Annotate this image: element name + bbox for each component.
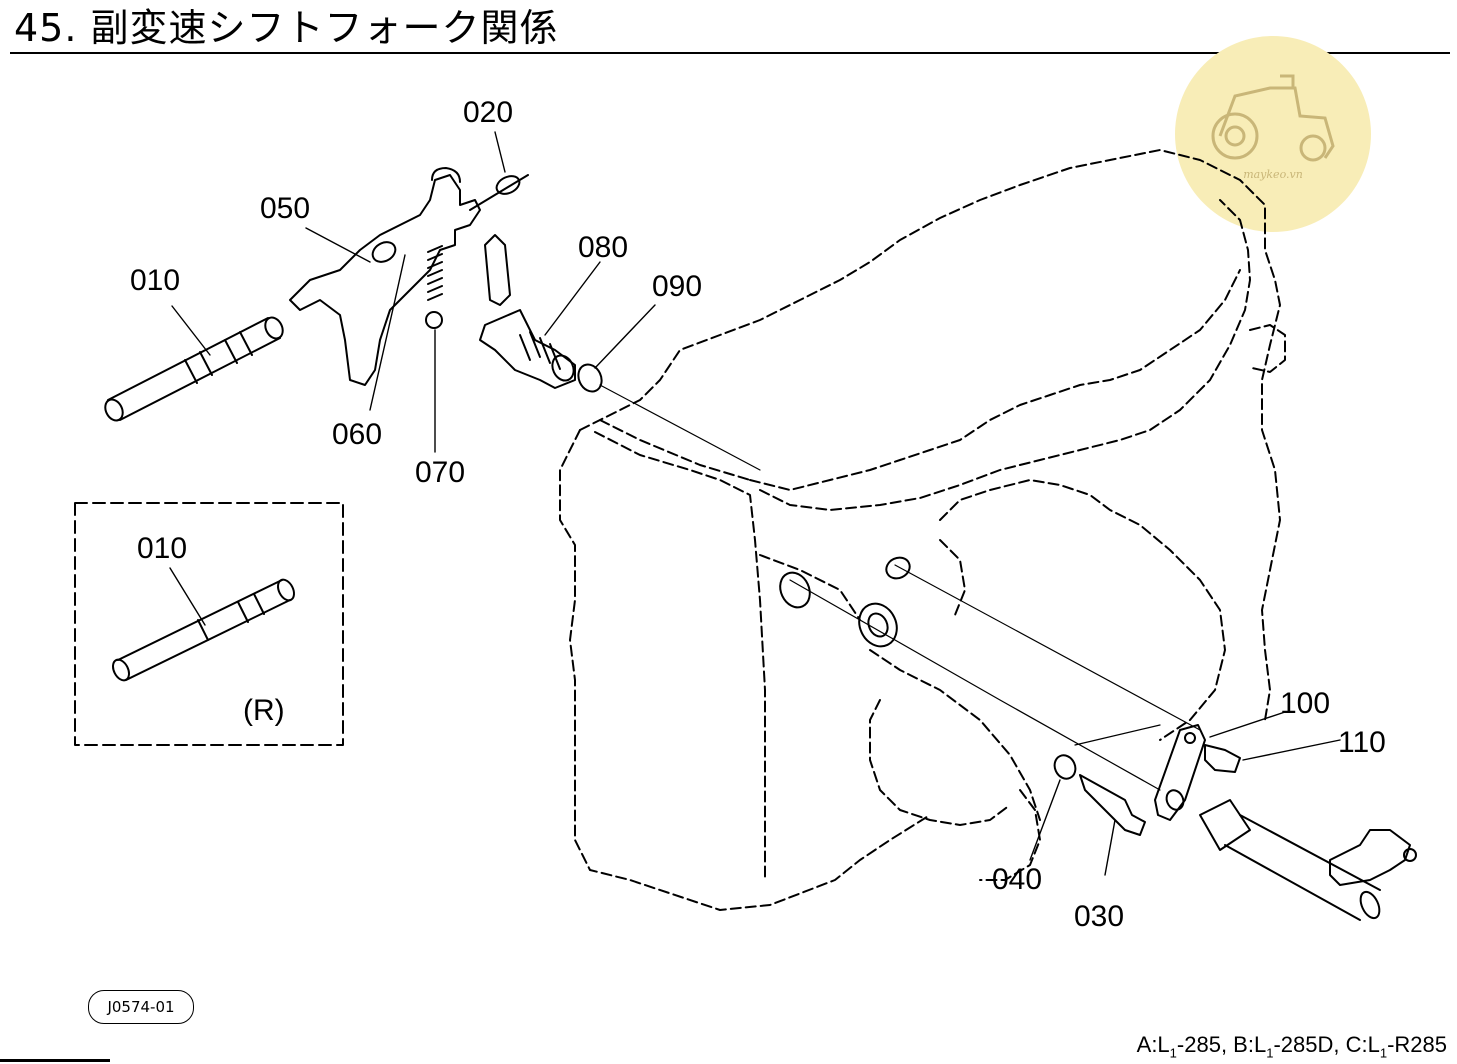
bolt-030 bbox=[1079, 774, 1146, 836]
model-applicability-footer: A:L1-285, B:L1-285D, C:L1-R285 bbox=[1137, 1032, 1447, 1060]
shift-fork-050 bbox=[289, 167, 481, 386]
footer-a-prefix: A:L bbox=[1136, 1031, 1170, 1057]
shift-shaft-010 bbox=[104, 316, 284, 422]
part-label-070: 070 bbox=[415, 456, 465, 489]
shift-arm-080 bbox=[479, 234, 576, 389]
part-label-050: 050 bbox=[260, 192, 310, 225]
bolt-110 bbox=[1204, 744, 1241, 773]
footer-c-sub: 1 bbox=[1379, 1045, 1388, 1060]
title-underline bbox=[10, 52, 1450, 54]
watermark-text: maykeo.vn bbox=[1243, 168, 1303, 181]
inset-label-010: 010 bbox=[137, 532, 187, 565]
part-label-060: 060 bbox=[332, 418, 382, 451]
watermark-logo: maykeo.vn bbox=[1175, 36, 1371, 232]
part-label-020: 020 bbox=[463, 96, 513, 129]
part-label-040: 040 bbox=[992, 863, 1042, 896]
plate-100 bbox=[1154, 724, 1206, 821]
case-boss bbox=[779, 556, 911, 648]
inset-variant-label: (R) bbox=[243, 694, 285, 727]
footer-b-prefix: B:L bbox=[1233, 1031, 1267, 1057]
footer-c-prefix: C:L bbox=[1345, 1031, 1380, 1057]
spring-070 bbox=[425, 245, 443, 329]
page-title: 45. 副変速シフトフォーク関係 bbox=[14, 6, 559, 50]
o-ring-090 bbox=[577, 363, 761, 471]
part-label-010: 010 bbox=[130, 264, 180, 297]
figure-reference-badge: J0574-01 bbox=[88, 990, 194, 1024]
footer-a-suffix: -285, bbox=[1176, 1031, 1234, 1057]
part-label-090: 090 bbox=[652, 270, 702, 303]
washer-040 bbox=[1053, 754, 1077, 780]
footer-b-sub: 1 bbox=[1266, 1045, 1274, 1060]
snap-ring-020 bbox=[469, 174, 529, 211]
transmission-case bbox=[559, 149, 1286, 911]
assembly-axis-lines bbox=[789, 564, 1201, 791]
footer-c-suffix: -R285 bbox=[1387, 1031, 1447, 1057]
part-label-030: 030 bbox=[1074, 900, 1124, 933]
footer-b-suffix: -285D, bbox=[1273, 1031, 1346, 1057]
footer-a-sub: 1 bbox=[1169, 1045, 1177, 1060]
external-shift-lever bbox=[1199, 799, 1417, 921]
part-label-110: 110 bbox=[1338, 726, 1386, 759]
part-label-080: 080 bbox=[578, 231, 628, 264]
corner-rule bbox=[0, 1059, 110, 1062]
tractor-icon bbox=[1211, 74, 1335, 162]
leader-lines bbox=[171, 131, 1341, 876]
variant-inset-box bbox=[74, 502, 344, 746]
part-label-100: 100 bbox=[1280, 687, 1330, 720]
